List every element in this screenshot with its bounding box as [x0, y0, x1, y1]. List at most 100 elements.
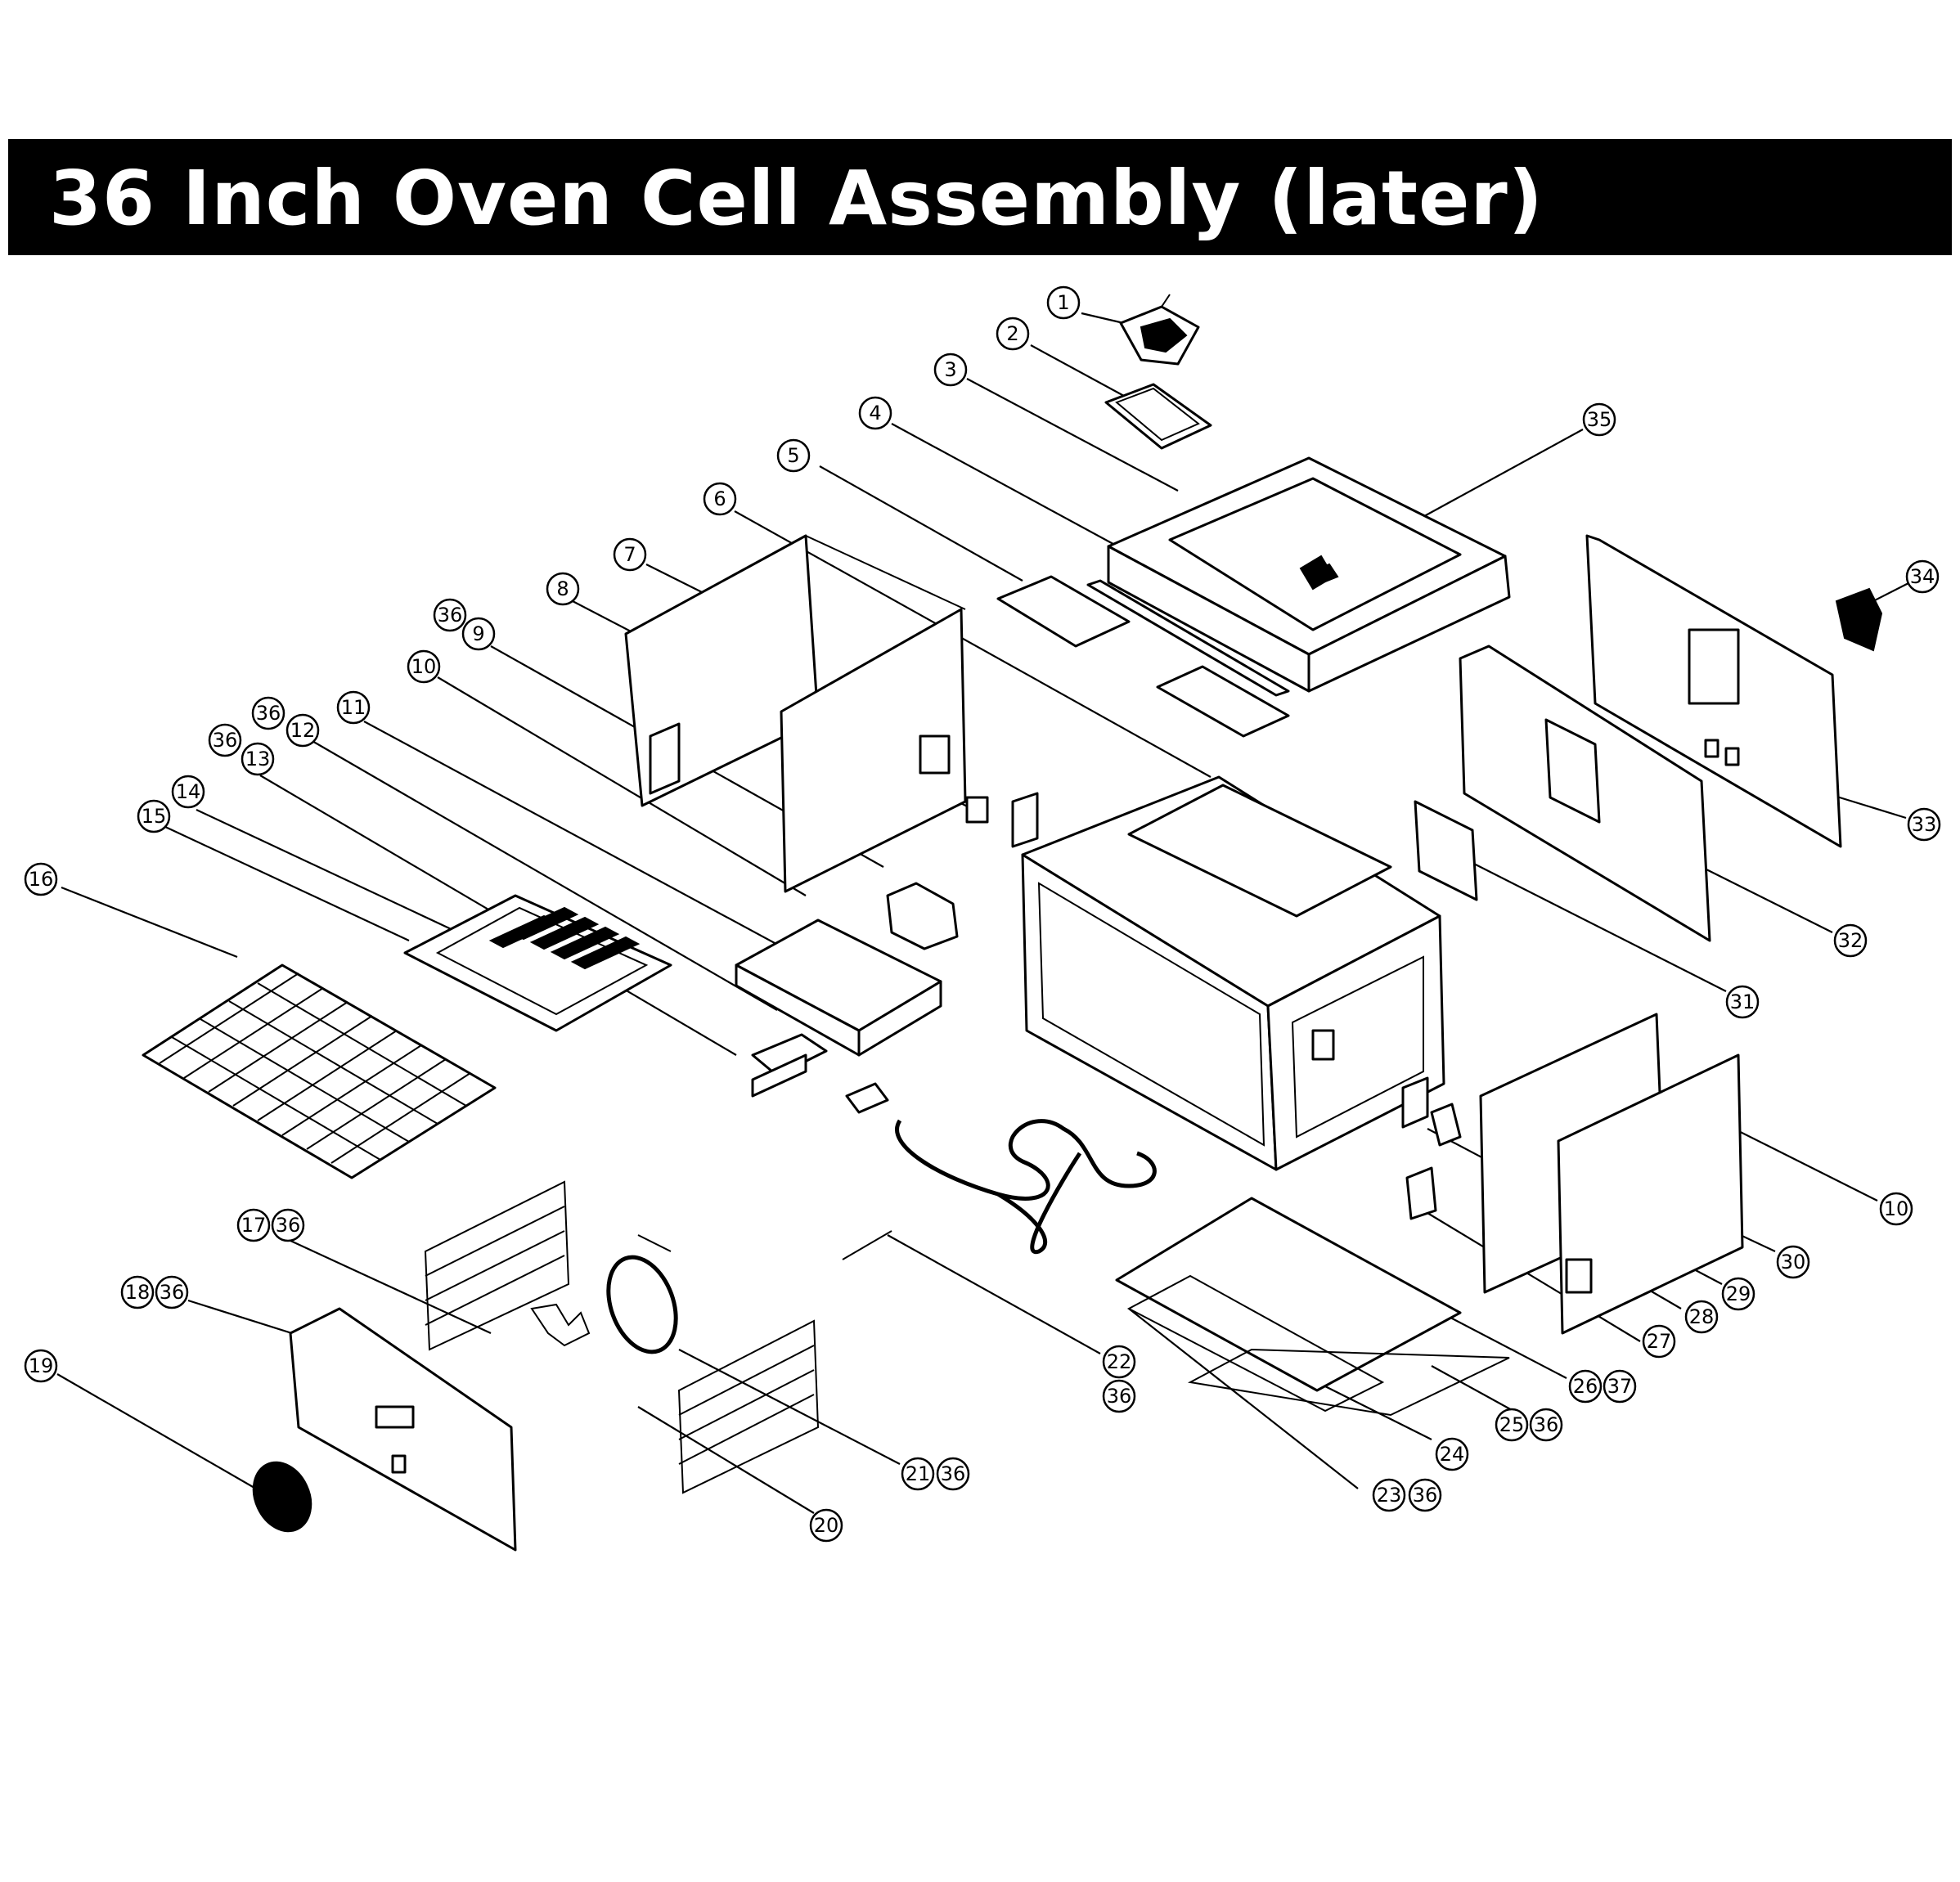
svg-text:16: 16	[29, 868, 54, 891]
part-2-tray	[1104, 383, 1212, 450]
callout-33: 33	[1907, 807, 1941, 842]
svg-text:7: 7	[623, 543, 636, 566]
part-35-sensor	[1299, 555, 1335, 591]
callout-26: 26	[1568, 1369, 1603, 1404]
svg-text:36: 36	[1413, 1484, 1438, 1507]
svg-text:18: 18	[125, 1281, 151, 1304]
callout-24: 24	[1435, 1437, 1469, 1471]
callout-36g: 36	[936, 1457, 970, 1491]
callout-36a: 36	[433, 598, 467, 632]
part-10-30-side-panels	[1479, 1013, 1744, 1335]
part-6-rear-panel	[780, 608, 967, 893]
part-23-26-bottom-plates	[1115, 1197, 1510, 1417]
svg-text:23: 23	[1377, 1484, 1402, 1507]
callout-36f: 36	[1102, 1379, 1136, 1413]
part-21-convection-element	[606, 1234, 678, 1354]
callout-19: 19	[24, 1349, 58, 1383]
callout-15: 15	[137, 799, 171, 833]
svg-text:33: 33	[1912, 813, 1937, 836]
part-31-bracket	[1414, 800, 1478, 901]
callout-22: 22	[1102, 1345, 1136, 1379]
part-16-oven-rack	[142, 963, 497, 1179]
svg-text:36: 36	[256, 702, 281, 725]
callout-36b: 36	[251, 696, 285, 730]
part-8-9-bracket	[886, 792, 1039, 950]
part-1-controller	[1119, 294, 1200, 366]
page-title: 36 Inch Oven Cell Assembly (later)	[49, 155, 1544, 242]
callout-1: 1	[1046, 285, 1081, 320]
svg-text:36: 36	[1107, 1385, 1132, 1408]
svg-text:2: 2	[1006, 322, 1018, 345]
part-11-box	[735, 919, 942, 1057]
callout-28: 28	[1684, 1300, 1719, 1334]
svg-text:24: 24	[1440, 1443, 1465, 1466]
callout-17: 17	[236, 1208, 271, 1242]
callout-11: 11	[336, 690, 371, 725]
callout-8: 8	[546, 572, 580, 606]
callout-31: 31	[1725, 985, 1760, 1019]
callout-34: 34	[1905, 559, 1940, 594]
part-5-strips	[996, 575, 1290, 738]
svg-text:14: 14	[176, 780, 201, 803]
part-14-broil-pan	[403, 894, 672, 1032]
svg-text:1: 1	[1057, 291, 1069, 314]
svg-text:36: 36	[160, 1281, 185, 1304]
callout-labels: 1 2 3 4 5 6 7 8 36 9 10 36 12 11 36 13 1…	[24, 285, 1941, 1543]
part-fan-blade	[530, 1303, 591, 1347]
callout-18: 18	[120, 1275, 155, 1309]
svg-text:37: 37	[1607, 1375, 1633, 1398]
callout-3: 3	[933, 353, 968, 387]
part-22-heating-element	[842, 1082, 1157, 1260]
callout-7: 7	[613, 537, 647, 572]
svg-text:30: 30	[1781, 1251, 1806, 1273]
svg-text:3: 3	[944, 358, 956, 381]
svg-text:21: 21	[906, 1462, 931, 1485]
svg-text:6: 6	[713, 487, 726, 510]
callout-27: 27	[1642, 1324, 1676, 1359]
callout-9: 9	[461, 617, 496, 651]
svg-text:4: 4	[869, 402, 881, 424]
callout-36e: 36	[1408, 1478, 1442, 1512]
part-33-back-panel	[1585, 534, 1842, 848]
svg-text:12: 12	[290, 719, 316, 742]
part-oven-cavity	[1021, 775, 1445, 1171]
callout-20: 20	[809, 1508, 843, 1543]
svg-text:29: 29	[1726, 1282, 1751, 1305]
svg-text:36: 36	[1534, 1413, 1559, 1436]
callout-14: 14	[171, 775, 205, 809]
svg-text:13: 13	[245, 748, 271, 770]
svg-text:36: 36	[941, 1462, 966, 1485]
callout-6: 6	[703, 482, 737, 516]
callout-36i: 36	[155, 1275, 189, 1309]
svg-text:15: 15	[142, 805, 167, 828]
svg-text:36: 36	[213, 729, 238, 752]
part-13-bracket	[751, 1033, 828, 1098]
title-bar: 36 Inch Oven Cell Assembly (later)	[8, 139, 1952, 255]
svg-text:11: 11	[341, 696, 366, 719]
callout-37: 37	[1603, 1369, 1637, 1404]
svg-text:10: 10	[1884, 1197, 1909, 1220]
callout-5: 5	[776, 438, 811, 473]
callout-36c: 36	[208, 723, 242, 757]
svg-text:10: 10	[411, 655, 437, 678]
part-19-fan-cover	[252, 1461, 312, 1533]
callout-4: 4	[858, 396, 892, 430]
part-20-rack-support	[677, 1319, 820, 1494]
svg-text:34: 34	[1910, 565, 1935, 588]
svg-text:5: 5	[787, 444, 799, 467]
part-3-4-top-cover	[1107, 456, 1511, 693]
callout-32: 32	[1833, 923, 1868, 958]
callout-29: 29	[1721, 1277, 1755, 1311]
part-18-rear-cover	[289, 1307, 517, 1552]
svg-text:9: 9	[472, 622, 484, 645]
parts	[142, 294, 1883, 1552]
callout-2: 2	[996, 317, 1030, 351]
callout-23: 23	[1372, 1478, 1406, 1512]
svg-text:8: 8	[556, 577, 569, 600]
svg-text:17: 17	[241, 1214, 267, 1237]
svg-text:31: 31	[1730, 990, 1755, 1013]
svg-text:25: 25	[1499, 1413, 1525, 1436]
callout-36d: 36	[1529, 1408, 1563, 1442]
svg-text:22: 22	[1107, 1350, 1132, 1373]
